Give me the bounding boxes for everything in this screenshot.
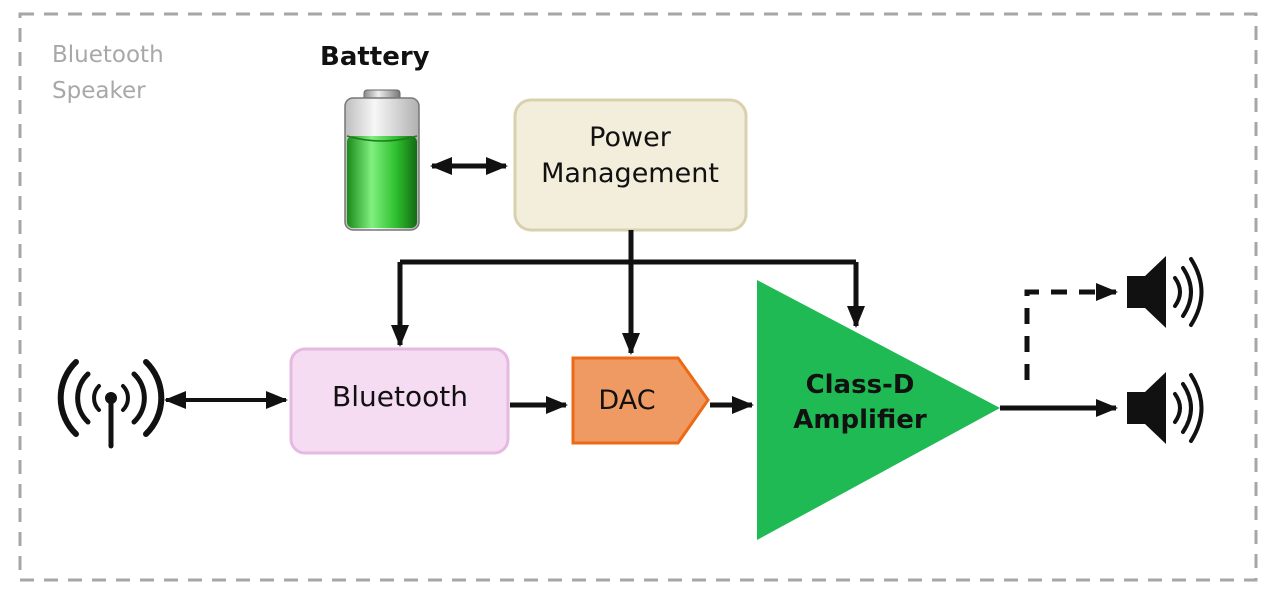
power-bus (391, 230, 865, 355)
amplifier-label: Class-D Amplifier (793, 370, 927, 436)
bluetooth-label: Bluetooth (332, 380, 468, 413)
antenna-icon (57, 359, 165, 449)
amplifier-block (757, 280, 1000, 540)
dac-block (571, 356, 710, 445)
speaker-icon (1127, 256, 1204, 328)
bluetooth-speaker-container (18, 12, 1258, 582)
dac-label: DAC (598, 385, 656, 416)
speaker-icon (1127, 372, 1204, 444)
battery-icon (344, 89, 420, 231)
connector-amplifier-speaker-top (1024, 283, 1118, 380)
bluetooth-block (289, 347, 510, 455)
power-management-label: Power Management (541, 122, 719, 190)
battery-label: Battery (320, 42, 430, 72)
container-title: Bluetooth Speaker (52, 42, 164, 104)
